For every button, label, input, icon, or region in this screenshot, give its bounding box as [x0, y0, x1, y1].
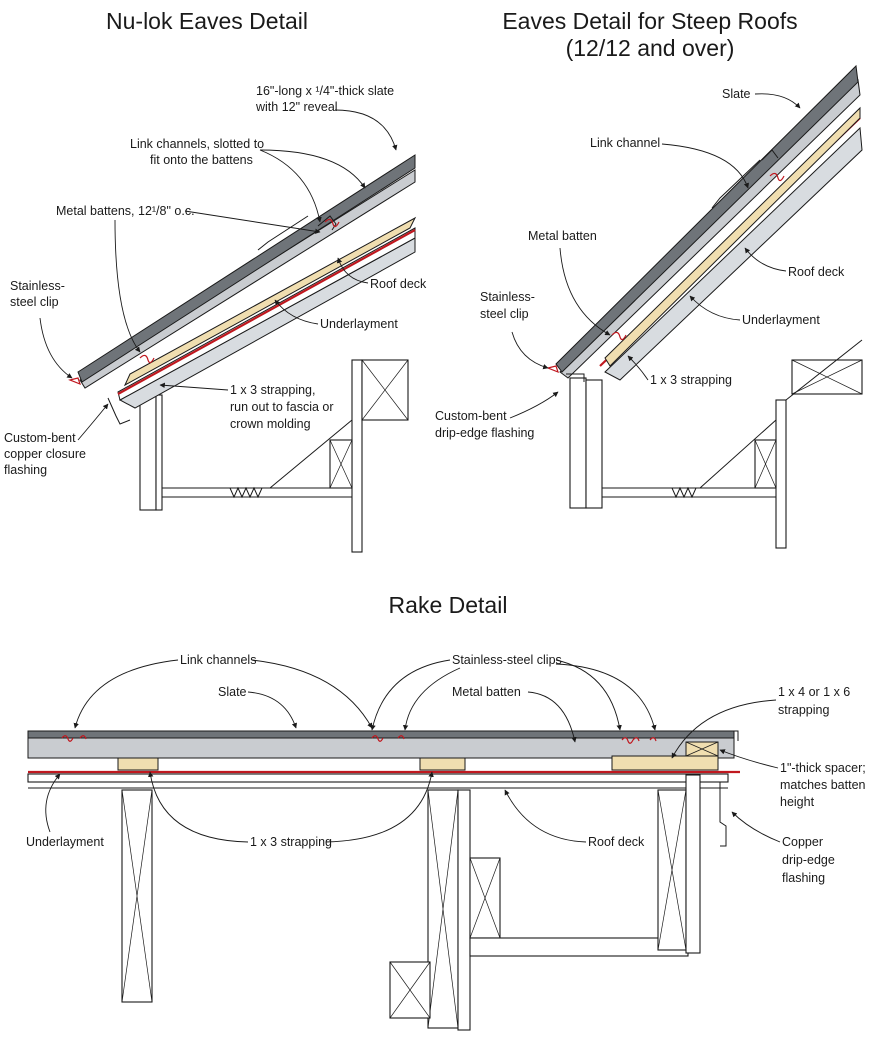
steep-roofdeck-leader: [744, 247, 787, 272]
rake-title: Rake Detail: [389, 592, 508, 618]
rake-strap46-label-2: strapping: [778, 703, 829, 717]
steep-flash-label-2: drip-edge flashing: [435, 426, 534, 440]
steep-flash-label-1: Custom-bent: [435, 409, 507, 423]
rake-channels-leader-b: [251, 659, 373, 729]
rake-roofdeck-leader: [504, 789, 587, 843]
rake-strap13-leader-a: [148, 771, 249, 843]
rake-drip-label-1: Copper: [782, 835, 823, 849]
rake-slate-label: Slate: [218, 685, 247, 699]
rake-clips-leader-a: [370, 659, 451, 731]
steep-eaves-panel: Eaves Detail for Steep Roofs (12/12 and …: [435, 8, 863, 549]
nulok-wall-framing: [139, 359, 409, 553]
nulok-clip-label-2: steel clip: [10, 295, 59, 309]
rake-clips-leader-d: [555, 663, 657, 731]
rake-drip-label-2: drip-edge: [782, 853, 835, 867]
nulok-underlayment-leader: [274, 299, 319, 325]
steep-batten-label: Metal batten: [528, 229, 597, 243]
rake-spacer-label-2: matches batten: [780, 778, 866, 792]
rake-batten-leader: [527, 691, 577, 743]
nulok-flash-label-1: Custom-bent: [4, 431, 76, 445]
rake-roof-assembly: [27, 730, 740, 847]
steep-title-1: Eaves Detail for Steep Roofs: [502, 8, 797, 34]
nulok-clip-label-1: Stainless-: [10, 279, 65, 293]
rake-spacer-label-3: height: [780, 795, 815, 809]
steep-roof-assembly: [546, 64, 863, 382]
rake-underlayment-leader: [45, 773, 61, 833]
nulok-channels-label-1: Link channels, slotted to: [130, 137, 264, 151]
steep-underlayment-leader: [689, 295, 741, 321]
steep-wall-framing: [569, 339, 863, 549]
rake-strap46-leader: [671, 699, 777, 759]
nulok-roofdeck-label: Roof deck: [370, 277, 427, 291]
rake-strap46-label-1: 1 x 4 or 1 x 6: [778, 685, 850, 699]
rake-clips-label: Stainless-steel clips: [452, 653, 562, 667]
nulok-roofdeck-leader: [336, 257, 369, 284]
nulok-strap-label-3: crown molding: [230, 417, 311, 431]
nulok-strap-leader: [159, 382, 229, 391]
nulok-battens-label: Metal battens, 12¹/8" o.c.: [56, 204, 195, 218]
nulok-roof-assembly: [68, 154, 417, 425]
steep-batten-leader: [559, 247, 611, 336]
rake-clips-leader-c: [555, 659, 622, 731]
rake-slate-leader: [247, 691, 298, 729]
nulok-channels-label-2: fit onto the battens: [150, 153, 253, 167]
nulok-battens-leader-a: [184, 210, 321, 234]
rake-batten-label: Metal batten: [452, 685, 521, 699]
steep-strap-label: 1 x 3 strapping: [650, 373, 732, 387]
nulok-slate-label-1: 16"-long x ¹/4"-thick slate: [256, 84, 394, 98]
nulok-title: Nu-lok Eaves Detail: [106, 8, 308, 34]
steep-clip-label-1: Stainless-: [480, 290, 535, 304]
nulok-flash-label-3: flashing: [4, 463, 47, 477]
rake-strap13-leader-b: [325, 771, 434, 843]
rake-roofdeck-label: Roof deck: [588, 835, 645, 849]
steep-flash-leader: [509, 391, 559, 419]
steep-title-2: (12/12 and over): [566, 35, 735, 61]
steep-clip-label-2: steel clip: [480, 307, 529, 321]
nulok-flash-label-2: copper closure: [4, 447, 86, 461]
steep-strap-leader: [627, 355, 649, 381]
nulok-flash-leader: [77, 403, 109, 441]
rake-channels-leader-a: [73, 659, 179, 729]
steep-slate-label: Slate: [722, 87, 751, 101]
rake-clips-leader-b: [402, 667, 461, 731]
nulok-underlayment-label: Underlayment: [320, 317, 398, 331]
steep-channel-leader: [661, 143, 749, 189]
steep-clip-leader: [511, 331, 549, 370]
steep-underlayment-label: Underlayment: [742, 313, 820, 327]
nulok-strap-label-1: 1 x 3 strapping,: [230, 383, 315, 397]
steep-channel-label: Link channel: [590, 136, 660, 150]
rake-underlayment-label: Underlayment: [26, 835, 104, 849]
rake-spacer-label-1: 1"-thick spacer;: [780, 761, 866, 775]
rake-spacer-leader: [719, 749, 779, 769]
rake-panel: Rake Detail: [26, 592, 866, 1031]
rake-strap13-label: 1 x 3 strapping: [250, 835, 332, 849]
steep-roofdeck-label: Roof deck: [788, 265, 845, 279]
rake-drip-label-3: flashing: [782, 871, 825, 885]
nulok-eaves-panel: Nu-lok Eaves Detail: [4, 8, 427, 553]
rake-framing: [121, 774, 701, 1031]
steep-slate-leader: [754, 93, 801, 109]
nulok-channels-leader-a: [259, 149, 366, 189]
rake-drip-leader: [731, 811, 781, 843]
nulok-battens-leader-b: [114, 219, 141, 353]
rake-channels-label: Link channels: [180, 653, 256, 667]
nulok-slate-label-2: with 12" reveal: [255, 100, 338, 114]
nulok-slate-leader: [334, 109, 398, 151]
nulok-channels-leader-b: [259, 149, 322, 223]
nulok-strap-label-2: run out to fascia or: [230, 400, 334, 414]
nulok-clip-leader: [39, 317, 73, 379]
